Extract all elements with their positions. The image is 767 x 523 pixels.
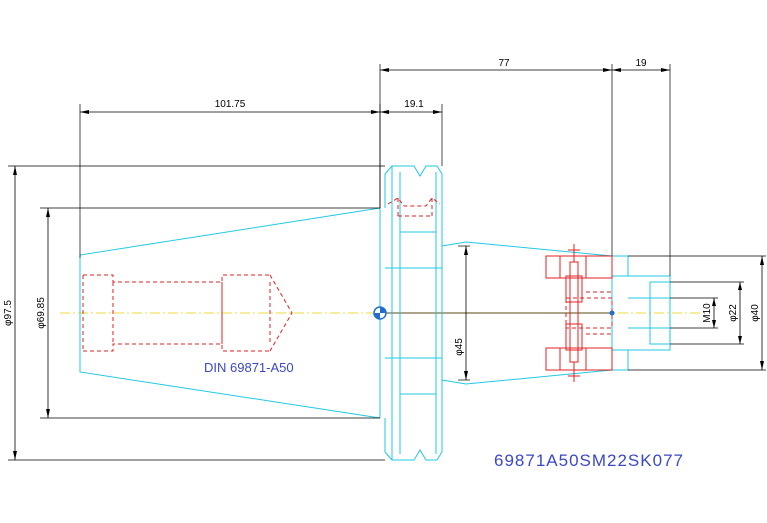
dim-label-19: 19 [635,58,647,69]
arbor-hidden-detail [545,244,613,382]
flange-outline [384,165,443,461]
dim-label-dia-40: φ40 [750,304,761,322]
part-number-label: 69871A50SM22SK077 [494,451,684,470]
standard-label: DIN 69871-A50 [204,360,294,375]
dim-label-dia-69-85: φ69.85 [36,297,47,329]
dim-label-dia-97-5: φ97.5 [3,300,14,326]
dim-19-1 [380,104,443,166]
dim-dia-69-85 [40,207,380,419]
shank-outline [441,241,613,385]
dim-77 [379,64,613,256]
origin-marker [373,306,387,320]
flange-hidden-keyway [387,197,441,217]
dim-dia-45 [458,245,470,381]
dim-19 [612,64,671,276]
dim-101-75 [79,104,381,258]
dim-label-dia-45: φ45 [454,338,465,356]
dim-label-dia-22: φ22 [728,304,739,322]
dim-label-101-75: 101.75 [215,99,246,110]
dim-m10 [670,297,718,329]
dim-dia-40 [628,255,766,371]
tip-marker [609,310,615,316]
dim-label-19-1: 19.1 [404,99,424,110]
dim-dia-97-5 [8,165,385,461]
dim-label-77: 77 [498,58,510,69]
dim-label-m10: M10 [702,303,713,323]
taper-hidden-bore [82,274,293,352]
dim-dia-22 [670,281,744,345]
